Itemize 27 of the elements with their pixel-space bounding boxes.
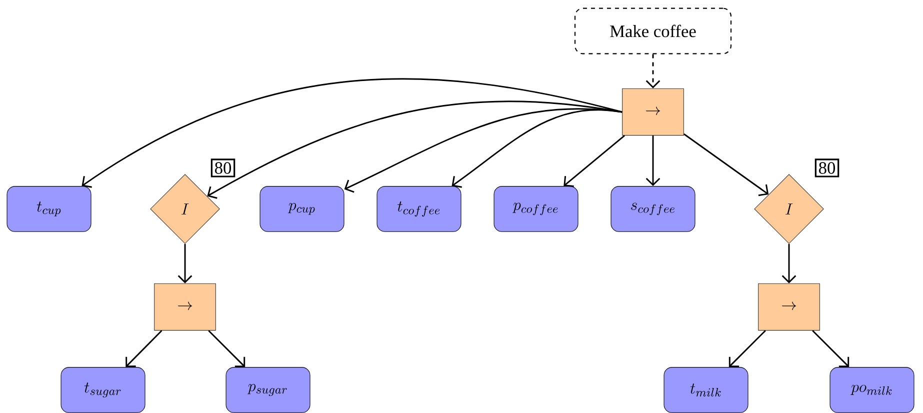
arrow [564,135,626,187]
arrow [452,109,622,188]
value-box: 80 [814,158,840,178]
action-box: $t_{coffee}$ [376,186,462,232]
arrow [82,78,622,188]
arrow [208,330,246,368]
arrow [684,133,769,196]
arrow [812,330,850,368]
action-box: $s_{coffee}$ [610,186,696,232]
action-box: $p_{cup}$ [260,186,344,232]
action-box: $t_{cup}$ [6,186,92,232]
arrow [178,244,192,284]
sequence-box: $\rightarrow$ [758,283,820,331]
arrow [646,136,660,186]
action-box: $p_{coffee}$ [494,186,578,232]
arrow [728,330,766,368]
action-box: $po_{milk}$ [830,367,914,413]
goal-box: Make coffee [574,8,732,54]
action-box: $p_{sugar}$ [226,367,310,413]
value-box: 80 [210,158,236,178]
arrow [646,54,660,88]
action-box: $t_{milk}$ [664,367,748,413]
sequence-box: $\rightarrow$ [154,283,216,331]
arrow [782,244,796,284]
action-box: $t_{sugar}$ [60,367,146,413]
arrow [126,330,162,368]
sequence-box: $\rightarrow$ [622,88,684,136]
